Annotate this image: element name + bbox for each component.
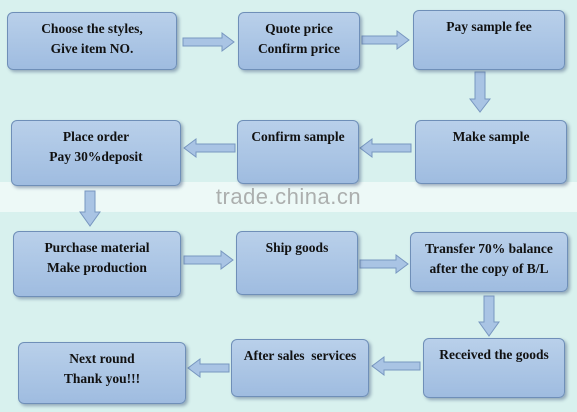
step-line: Confirm price [257,41,341,56]
watermark-text: trade.china.cn [215,184,362,209]
arrow-left-1 [359,138,412,158]
step-purchase-material: Purchase material Make production [13,231,181,297]
step-line: Give item NO. [50,41,134,56]
step-pay-sample-fee: Pay sample fee [413,10,565,70]
step-make-sample: Make sample [415,120,567,184]
step-choose-styles: Choose the styles, Give item NO. [7,12,177,70]
arrow-down-2 [79,190,101,227]
arrow-left-2 [183,138,236,158]
arrow-down-3 [478,295,500,337]
step-line: Pay 30%deposit [49,149,143,164]
step-line: Received the goods [439,347,549,362]
step-line: Make sample [452,129,530,144]
step-confirm-sample: Confirm sample [237,120,359,184]
step-transfer-balance: Transfer 70% balance after the copy of B… [410,232,568,292]
arrow-left-4 [187,358,230,378]
step-ship-goods: Ship goods [236,231,358,295]
step-next-round: Next round Thank you!!! [18,342,186,404]
step-place-order: Place order Pay 30%deposit [11,120,181,186]
step-quote-price: Quote price Confirm price [238,12,360,70]
step-received-goods: Received the goods [423,338,565,398]
step-line: Next round [69,351,135,366]
watermark-band [0,182,577,212]
arrow-right-3 [183,250,234,270]
arrow-left-3 [371,356,421,376]
step-line: Pay sample fee [446,19,532,34]
step-line: Choose the styles, [41,21,143,36]
step-line: Purchase material [44,240,150,255]
step-line: Place order [62,129,130,144]
arrow-right-4 [359,254,409,274]
arrow-right-1 [182,32,235,52]
arrow-down-1 [468,71,492,113]
arrow-right-2 [361,30,410,50]
step-line: After sales services [243,348,357,363]
step-line: Ship goods [265,240,329,255]
step-line: Quote price [265,21,333,36]
step-line: after the copy of B/L [429,261,549,276]
step-line: Thank you!!! [63,371,141,386]
step-after-sales: After sales services [231,339,369,397]
step-line: Confirm sample [251,129,345,144]
step-line: Transfer 70% balance [425,241,553,256]
step-line: Make production [47,260,147,275]
